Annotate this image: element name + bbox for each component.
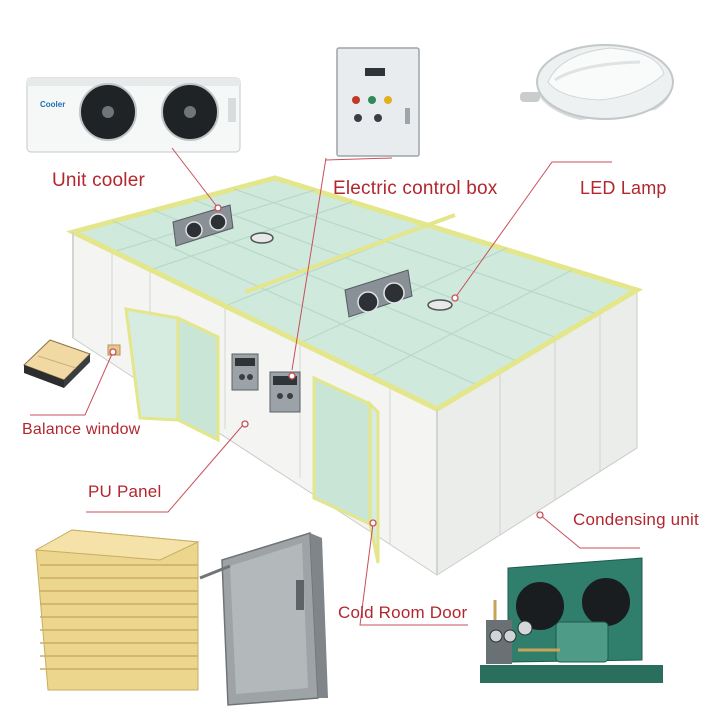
label-unit-cooler: Unit cooler — [52, 170, 146, 191]
label-balance-window: Balance window — [22, 421, 141, 438]
leader-led-lamp — [454, 161, 612, 299]
leader-control-box-b — [325, 157, 393, 161]
roof-unit-cooler-1 — [172, 204, 234, 247]
unit-cooler-brand: Cooler — [40, 100, 65, 109]
label-electric-control-box: Electric control box — [333, 178, 498, 199]
led-lamp-image — [520, 44, 674, 120]
unit-cooler-image: Cooler — [26, 77, 241, 153]
roof-unit-cooler-2 — [344, 269, 413, 318]
balance-window-image — [23, 339, 91, 388]
leader-control-box-a — [291, 157, 327, 371]
cold-room-box — [65, 175, 644, 576]
roof-lamp-1 — [250, 232, 274, 244]
leader-dots — [109, 204, 544, 527]
door-opening-left — [176, 315, 220, 443]
door-leaf-left — [124, 307, 180, 422]
label-pu-panel: PU Panel — [88, 482, 162, 501]
cold-room-door-image — [199, 531, 328, 706]
pu-panel-stack-image — [34, 529, 200, 691]
label-led-lamp: LED Lamp — [580, 178, 667, 198]
leader-cold-room-door — [359, 523, 468, 626]
wall-control-boxes — [231, 353, 301, 413]
leader-pu-panel — [86, 424, 244, 513]
door-opening-right — [312, 375, 372, 527]
roof-lamp-2 — [427, 299, 453, 311]
leader-balance-window — [30, 353, 113, 416]
label-cold-room-door: Cold Room Door — [338, 603, 468, 622]
leader-unit-cooler — [171, 147, 219, 209]
condensing-unit-image — [480, 557, 663, 683]
label-condensing-unit: Condensing unit — [573, 510, 699, 529]
leader-condensing-unit — [539, 514, 640, 549]
electric-control-box-image — [336, 47, 420, 157]
leader-lines — [30, 147, 640, 626]
